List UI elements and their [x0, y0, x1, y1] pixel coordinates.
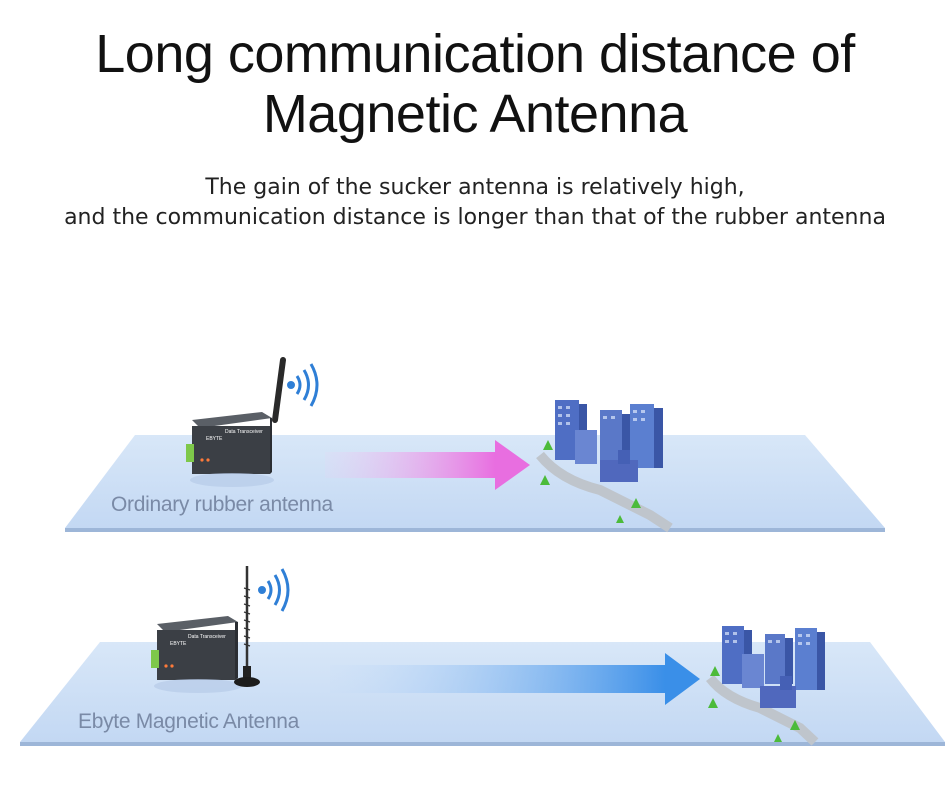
scene-magnetic-illustration: Data Transceiver EBYTE [20, 566, 945, 746]
scene-rubber-antenna: Data Transceiver EBYTE [0, 340, 950, 560]
ground-plane-edge [20, 742, 945, 746]
page-subtitle: The gain of the sucker antenna is relati… [0, 173, 950, 233]
wifi-signal-icon [258, 568, 290, 612]
transceiver-device: Data Transceiver EBYTE [186, 412, 274, 487]
wifi-signal-icon [287, 363, 319, 407]
magnetic-antenna-icon [234, 566, 260, 687]
svg-text:Data Transceiver: Data Transceiver [188, 634, 226, 640]
subtitle-line-2: and the communication distance is longer… [64, 205, 886, 230]
city-buildings-icon [708, 626, 825, 742]
svg-text:EBYTE: EBYTE [170, 641, 187, 647]
title-line-2: Magnetic Antenna [262, 84, 688, 144]
svg-text:EBYTE: EBYTE [206, 436, 223, 442]
title-line-1: Long communication distance of [95, 24, 855, 84]
transceiver-device: Data Transceiver EBYTE [151, 616, 242, 693]
city-buildings-icon [540, 400, 663, 523]
signal-arrow [330, 653, 700, 705]
subtitle-line-1: The gain of the sucker antenna is relati… [205, 175, 745, 200]
scene-caption: Ordinary rubber antenna [111, 493, 333, 516]
rubber-antenna-icon [272, 357, 286, 423]
svg-text:Data Transceiver: Data Transceiver [225, 429, 263, 435]
scene-rubber-illustration: Data Transceiver EBYTE [65, 357, 885, 533]
signal-arrow [325, 440, 530, 490]
page-title: Long communication distance of Magnetic … [0, 24, 950, 144]
scene-magnetic-antenna: Data Transceiver EBYTE [0, 558, 950, 778]
scene-caption: Ebyte Magnetic Antenna [78, 710, 300, 733]
road [536, 451, 673, 533]
ground-plane-edge [65, 528, 885, 532]
